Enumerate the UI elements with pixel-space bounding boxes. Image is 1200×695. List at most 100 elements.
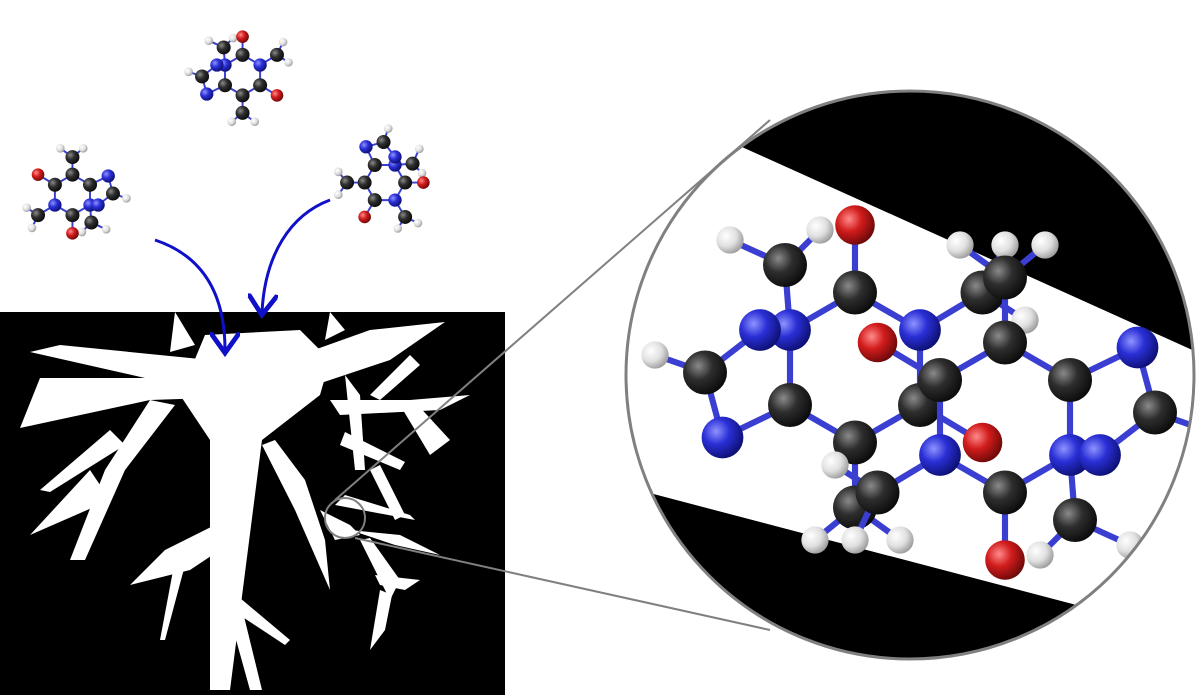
hydrogen-atom [821, 451, 849, 479]
carbon-atom [367, 158, 382, 172]
hydrogen-atom [78, 143, 88, 153]
carbon-atom [65, 167, 80, 182]
carbon-atom [983, 320, 1027, 365]
hydrogen-atom [1031, 231, 1059, 259]
carbon-atom [398, 209, 413, 224]
oxygen-atom [835, 205, 875, 245]
zoom-line-lower [354, 537, 771, 631]
carbon-atom [1053, 498, 1097, 542]
nitrogen-atom [769, 309, 811, 351]
carbon-atom [357, 175, 372, 190]
carbon-atom [1133, 390, 1177, 435]
hydrogen-atom [278, 37, 288, 47]
hydrogen-atom [641, 341, 669, 369]
hydrogen-atom [1191, 416, 1194, 444]
nitrogen-atom [739, 309, 781, 351]
carbon-atom [105, 186, 120, 201]
carbon-atom [216, 40, 231, 55]
carbon-atom [983, 255, 1027, 300]
zoom-line-upper [334, 119, 771, 501]
carbon-atom [983, 470, 1027, 515]
fracture-white-branches [20, 312, 470, 690]
hydrogen-atom [227, 117, 237, 127]
carbon-atom [768, 383, 812, 427]
hydrogen-atom [393, 224, 403, 233]
carbon-atom [65, 150, 80, 165]
zoom-source-circle [324, 497, 366, 539]
carbon-atom [253, 78, 268, 93]
hydrogen-atom [101, 224, 111, 234]
hydrogen-atom [991, 231, 1019, 259]
hydrogen-atom [841, 526, 869, 554]
nitrogen-atom [899, 309, 941, 351]
hydrogen-atom [228, 33, 238, 43]
hydrogen-atom [716, 226, 744, 254]
oxygen-atom [66, 227, 79, 240]
carbon-atom [47, 177, 62, 192]
nitrogen-atom [1116, 326, 1159, 369]
magnified-caffeine-molecule-1 [641, 205, 1039, 554]
caffeine-molecule-right [333, 124, 430, 233]
hydrogen-atom [204, 36, 214, 46]
carbon-atom [367, 193, 382, 208]
caffeine-molecule-top [184, 30, 293, 127]
fracture-pattern-panel [0, 312, 505, 695]
nitrogen-atom [253, 58, 267, 72]
carbon-atom [84, 215, 99, 230]
hydrogen-atom [250, 117, 260, 127]
caffeine-molecule-left [22, 143, 131, 240]
hydrogen-atom [801, 526, 829, 554]
hydrogen-atom [417, 168, 427, 178]
diffusion-arrows [154, 198, 331, 350]
arrow-left-to-crack [154, 238, 225, 350]
hydrogen-atom [122, 193, 131, 203]
nitrogen-atom [388, 150, 402, 164]
hydrogen-atom [333, 190, 343, 200]
oxygen-atom [270, 89, 284, 102]
zoom-connector-lines [334, 119, 771, 631]
carbon-atom [833, 270, 877, 315]
oxygen-atom [236, 30, 249, 43]
carbon-atom [833, 420, 877, 465]
nitrogen-atom [200, 87, 214, 101]
lens-border [624, 89, 1196, 661]
carbon-atom [763, 243, 807, 287]
nitrogen-atom [1049, 434, 1091, 476]
carbon-atom [218, 78, 232, 93]
nitrogen-atom [359, 140, 373, 154]
hydrogen-atom [886, 526, 914, 554]
nitrogen-atom [919, 434, 961, 476]
hydrogen-atom [27, 223, 37, 233]
magnified-view-lens [624, 89, 1196, 661]
hydrogen-atom [1026, 541, 1054, 569]
carbon-atom [376, 135, 391, 150]
nitrogen-atom [210, 58, 224, 72]
arrow-right-to-crack [262, 198, 331, 312]
carbon-atom [65, 208, 80, 223]
carbon-atom [235, 88, 250, 103]
nitrogen-atom [101, 169, 115, 183]
oxygen-atom [31, 168, 45, 181]
hydrogen-atom [383, 124, 393, 133]
hydrogen-atom [414, 144, 424, 154]
carbon-atom [855, 470, 900, 515]
carbon-atom [405, 156, 420, 171]
nitrogen-atom [701, 416, 744, 459]
nitrogen-atom [388, 193, 402, 207]
lens-black-band-top [626, 91, 1194, 358]
carbon-atom [195, 69, 210, 84]
carbon-atom [235, 105, 250, 120]
carbon-atom [1048, 358, 1092, 402]
hydrogen-atom [22, 203, 31, 213]
hydrogen-atom [333, 167, 343, 177]
hydrogen-atom [55, 143, 65, 153]
carbon-atom [683, 350, 727, 395]
hydrogen-atom [806, 216, 834, 244]
nitrogen-atom [1079, 434, 1121, 476]
carbon-atom [340, 175, 355, 190]
hydrogen-atom [184, 67, 193, 77]
nitrogen-atom [91, 198, 105, 212]
hydrogen-atom [284, 57, 293, 67]
oxygen-atom [985, 540, 1025, 580]
